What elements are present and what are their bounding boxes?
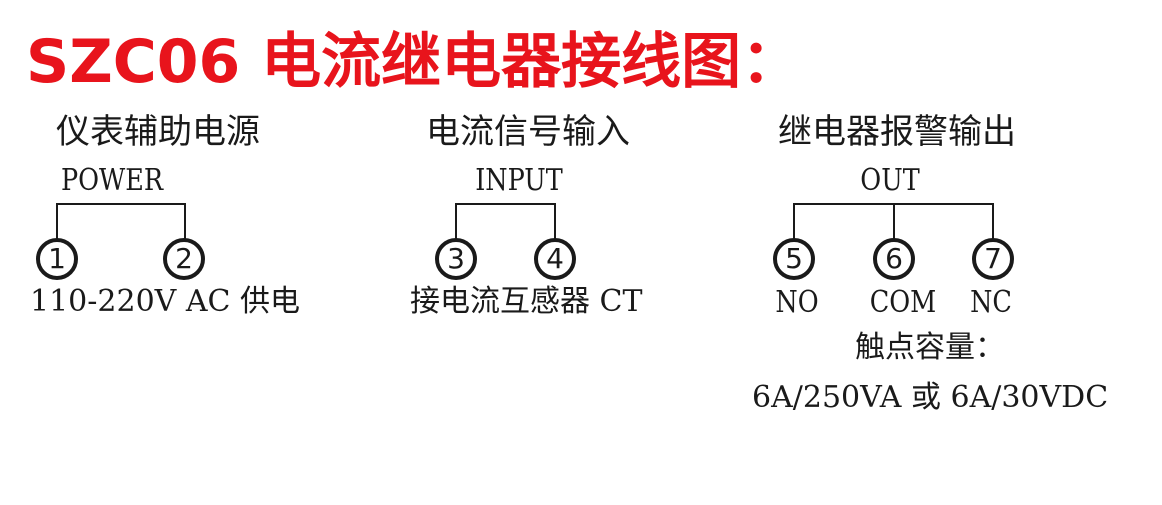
input-bracket-right xyxy=(554,203,556,239)
output-bracket-middle xyxy=(893,203,895,239)
input-bracket-left xyxy=(455,203,457,239)
input-ct-note: 接电流互感器 CT xyxy=(410,284,643,319)
terminal-7-label: NC xyxy=(970,285,1012,320)
output-group-label: 继电器报警输出 xyxy=(778,112,1016,152)
power-bracket-top xyxy=(56,203,186,205)
output-sub-label: OUT xyxy=(860,163,920,198)
terminal-4: 4 xyxy=(534,238,576,280)
input-bracket-top xyxy=(455,203,556,205)
terminal-6: 6 xyxy=(873,238,915,280)
power-supply-note: 110-220V AC 供电 xyxy=(30,284,301,319)
power-sub-label: POWER xyxy=(60,163,164,198)
terminal-3: 3 xyxy=(435,238,477,280)
terminal-6-label: COM xyxy=(869,285,937,320)
diagram-title: SZC06 电流继电器接线图： xyxy=(26,27,802,97)
terminal-7: 7 xyxy=(972,238,1014,280)
output-bracket-left xyxy=(793,203,795,239)
contact-capacity-label: 触点容量： xyxy=(855,330,1005,365)
terminal-6-number: 6 xyxy=(885,242,903,275)
terminal-7-number: 7 xyxy=(984,242,1002,275)
terminal-1-number: 1 xyxy=(48,242,66,275)
power-bracket-left xyxy=(56,203,58,239)
terminal-5-label: NO xyxy=(775,285,819,320)
input-sub-label: INPUT xyxy=(475,163,563,198)
power-bracket-right xyxy=(184,203,186,239)
contact-capacity-value: 6A/250VA 或 6A/30VDC xyxy=(752,380,1109,415)
terminal-3-number: 3 xyxy=(447,242,465,275)
terminal-1: 1 xyxy=(36,238,78,280)
terminal-5: 5 xyxy=(773,238,815,280)
input-group-label: 电流信号输入 xyxy=(426,112,630,152)
output-bracket-right xyxy=(992,203,994,239)
terminal-4-number: 4 xyxy=(546,242,564,275)
terminal-2: 2 xyxy=(163,238,205,280)
power-group-label: 仪表辅助电源 xyxy=(56,112,260,152)
terminal-2-number: 2 xyxy=(175,242,193,275)
terminal-5-number: 5 xyxy=(785,242,803,275)
